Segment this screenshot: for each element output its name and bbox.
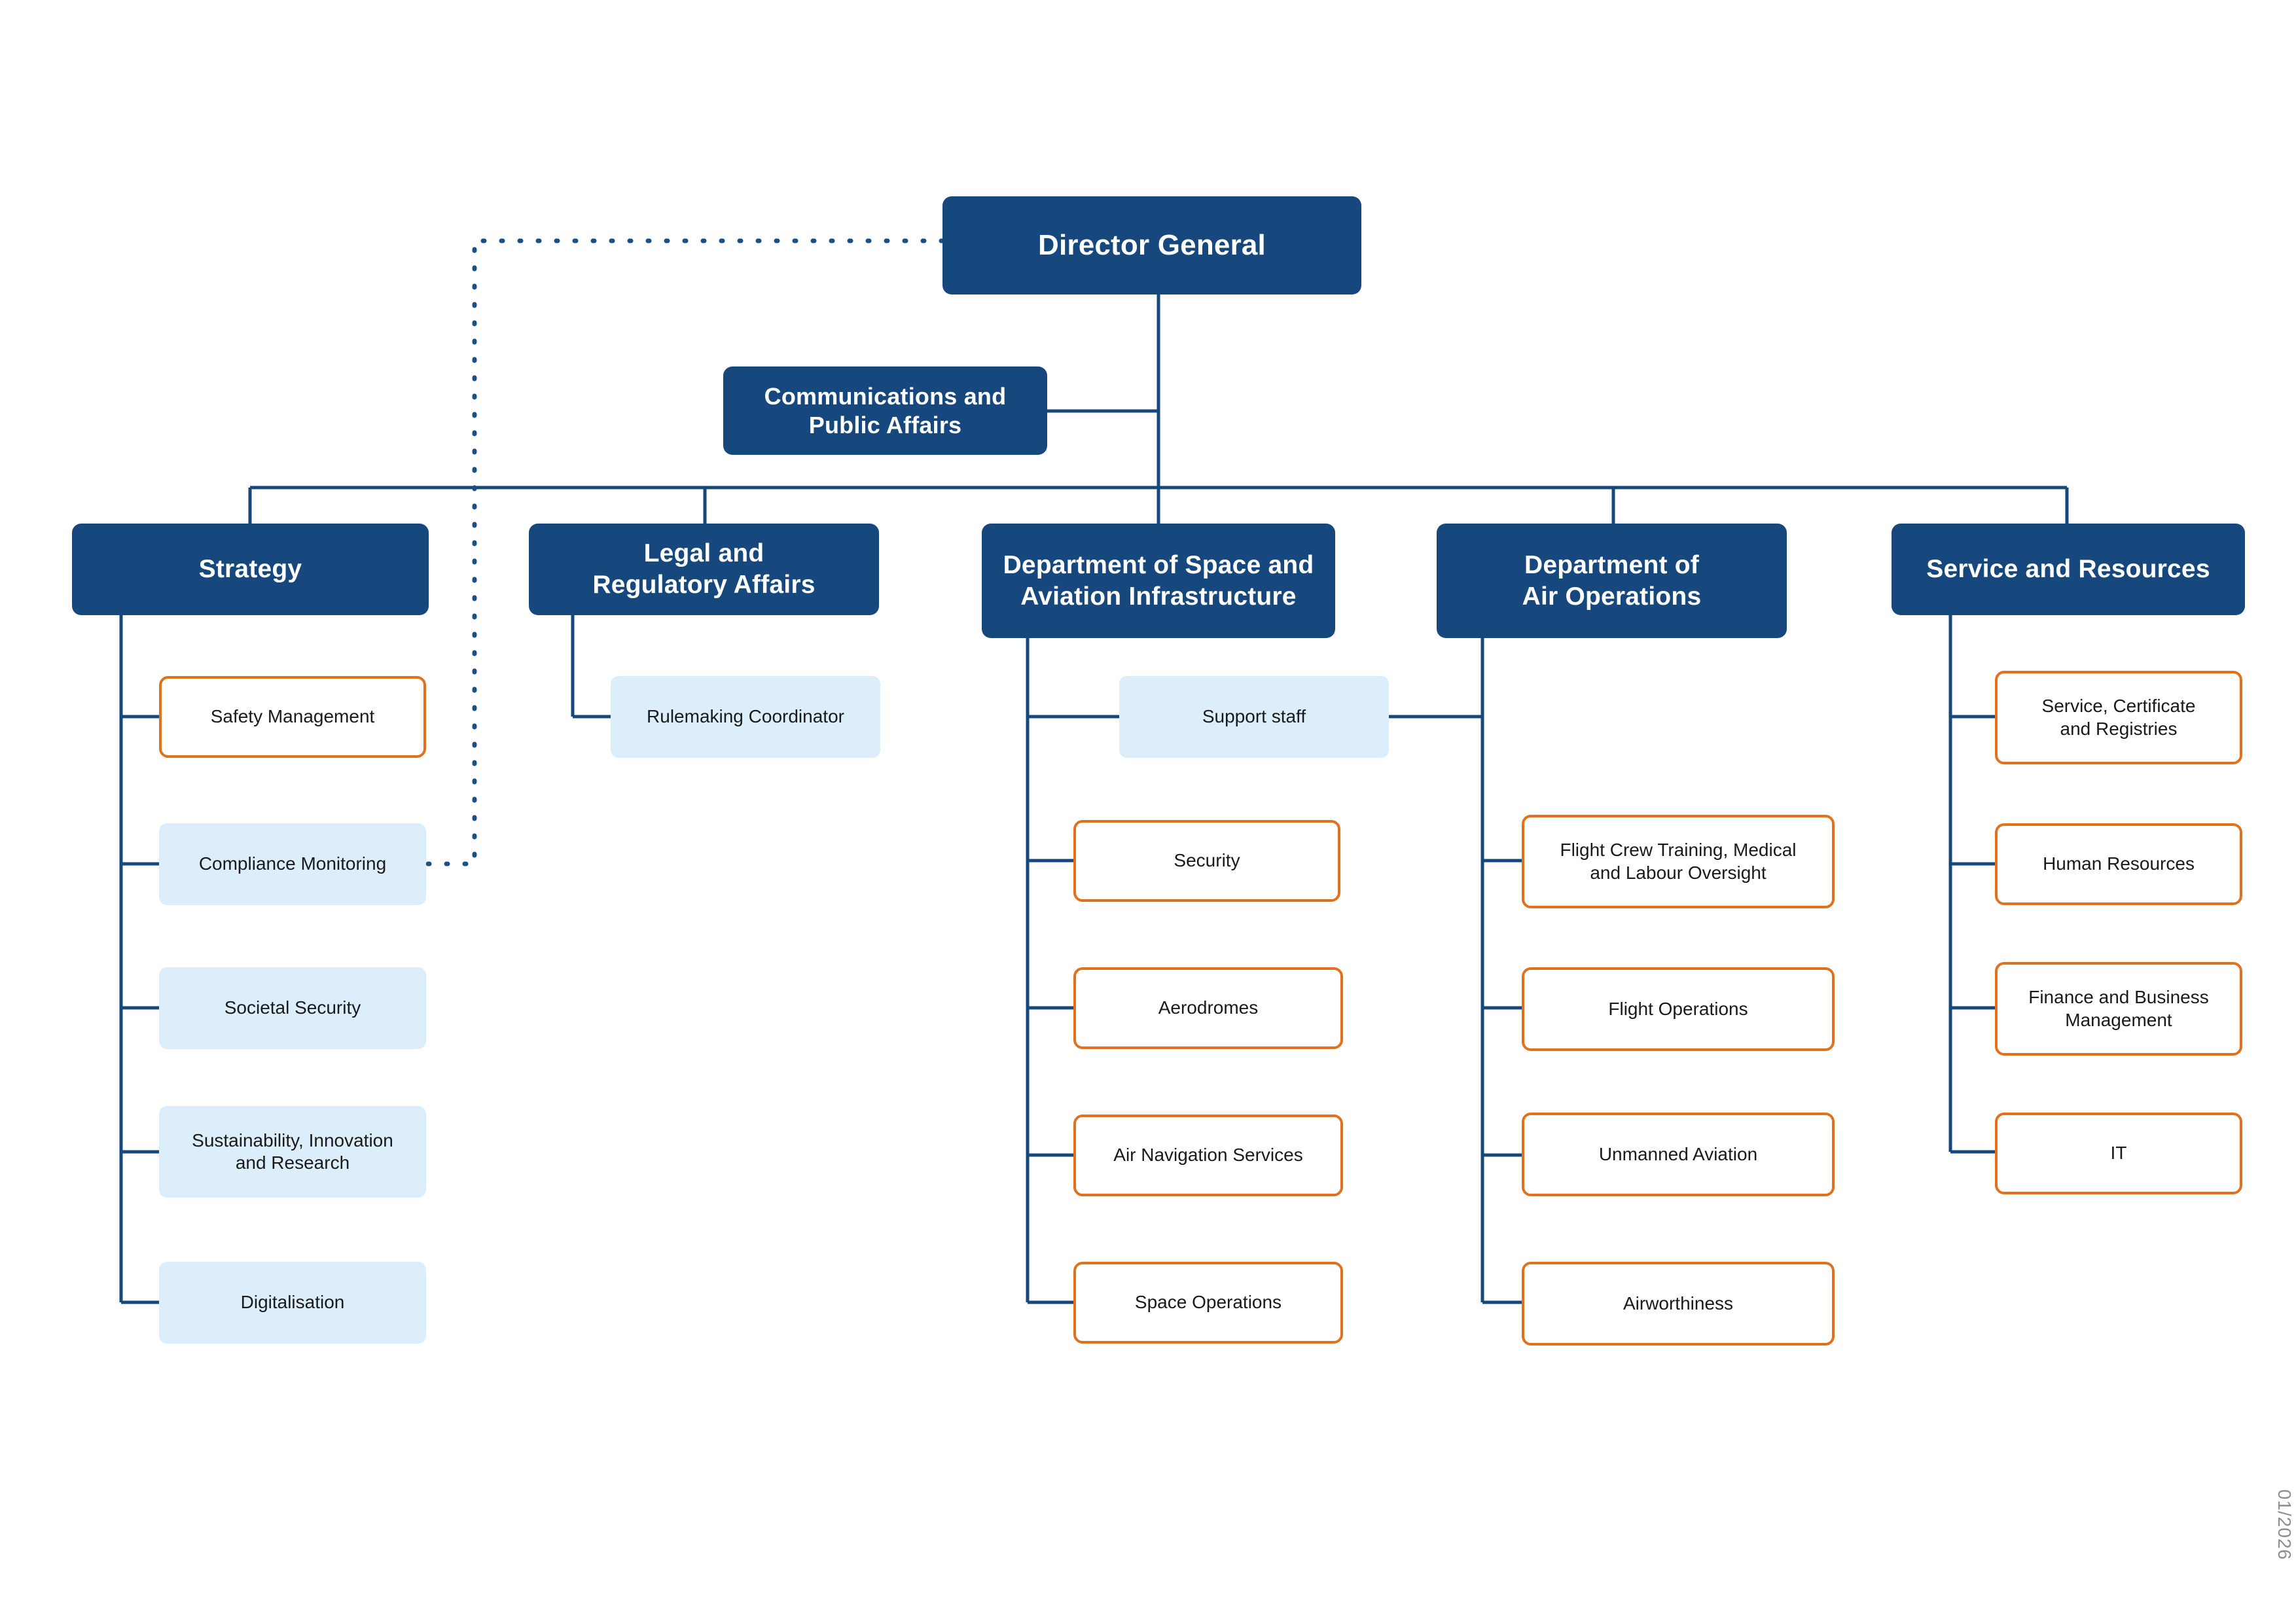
- node-label: Security: [1174, 850, 1240, 871]
- node-label: Department of Air Operations: [1522, 550, 1702, 611]
- node-director-general[interactable]: Director General: [942, 196, 1361, 294]
- node-head-strategy[interactable]: Strategy: [72, 524, 429, 615]
- date-stamp: 01/2026: [2274, 1489, 2295, 1560]
- node-label: Societal Security: [224, 997, 361, 1018]
- node-label: Service, Certificate and Registries: [2041, 696, 2196, 739]
- node-communications-and-public-affairs[interactable]: Communications and Public Affairs: [723, 366, 1047, 455]
- node-label: Flight Operations: [1608, 998, 1748, 1019]
- node-label: IT: [2110, 1143, 2127, 1164]
- node-safety-management[interactable]: Safety Management: [159, 676, 426, 758]
- node-head-department-of-space-and-aviation-infrastructure[interactable]: Department of Space and Aviation Infrast…: [982, 524, 1335, 638]
- node-label: Service and Resources: [1926, 555, 2210, 584]
- node-support-staff[interactable]: Support staff: [1119, 676, 1389, 758]
- node-rulemaking-coordinator[interactable]: Rulemaking Coordinator: [611, 676, 880, 758]
- node-digitalisation[interactable]: Digitalisation: [159, 1262, 426, 1344]
- node-airworthiness[interactable]: Airworthiness: [1522, 1262, 1835, 1346]
- node-flight-operations[interactable]: Flight Operations: [1522, 967, 1835, 1051]
- node-label: Aerodromes: [1158, 997, 1259, 1018]
- node-aerodromes[interactable]: Aerodromes: [1073, 967, 1343, 1049]
- node-label: Space Operations: [1134, 1292, 1282, 1313]
- node-label: Digitalisation: [240, 1292, 345, 1313]
- node-label: Human Resources: [2043, 853, 2195, 874]
- node-label: Air Navigation Services: [1113, 1145, 1303, 1166]
- node-label: Sustainability, Innovation and Research: [192, 1130, 393, 1173]
- node-label: Strategy: [198, 555, 302, 584]
- node-label: Safety Management: [210, 706, 375, 727]
- node-label: Director General: [1037, 229, 1266, 262]
- node-label: Finance and Business Management: [2028, 987, 2209, 1030]
- node-label: Flight Crew Training, Medical and Labour…: [1560, 840, 1797, 883]
- node-label: Rulemaking Coordinator: [647, 706, 844, 727]
- node-label: Unmanned Aviation: [1598, 1143, 1758, 1164]
- node-space-operations[interactable]: Space Operations: [1073, 1262, 1343, 1344]
- node-unmanned-aviation[interactable]: Unmanned Aviation: [1522, 1113, 1835, 1196]
- node-label: Support staff: [1202, 706, 1306, 727]
- node-human-resources[interactable]: Human Resources: [1995, 823, 2242, 905]
- node-label: Department of Space and Aviation Infrast…: [1003, 550, 1314, 611]
- node-air-navigation-services[interactable]: Air Navigation Services: [1073, 1115, 1343, 1196]
- node-flight-crew-training-medical-and-labour-oversight[interactable]: Flight Crew Training, Medical and Labour…: [1522, 815, 1835, 908]
- node-security[interactable]: Security: [1073, 820, 1340, 902]
- node-finance-and-business-management[interactable]: Finance and Business Management: [1995, 962, 2242, 1056]
- node-label: Legal and Regulatory Affairs: [592, 539, 816, 599]
- node-service-certificate-and-registries[interactable]: Service, Certificate and Registries: [1995, 671, 2242, 764]
- node-label: Airworthiness: [1623, 1293, 1734, 1313]
- node-it[interactable]: IT: [1995, 1113, 2242, 1194]
- node-label: Communications and Public Affairs: [764, 382, 1007, 438]
- node-societal-security[interactable]: Societal Security: [159, 967, 426, 1049]
- node-label: Compliance Monitoring: [198, 853, 387, 874]
- node-compliance-monitoring[interactable]: Compliance Monitoring: [159, 823, 426, 905]
- node-head-legal-and-regulatory-affairs[interactable]: Legal and Regulatory Affairs: [529, 524, 879, 615]
- node-sustainability-innovation-and-research[interactable]: Sustainability, Innovation and Research: [159, 1106, 426, 1198]
- node-head-service-and-resources[interactable]: Service and Resources: [1892, 524, 2245, 615]
- node-head-department-of-air-operations[interactable]: Department of Air Operations: [1437, 524, 1787, 638]
